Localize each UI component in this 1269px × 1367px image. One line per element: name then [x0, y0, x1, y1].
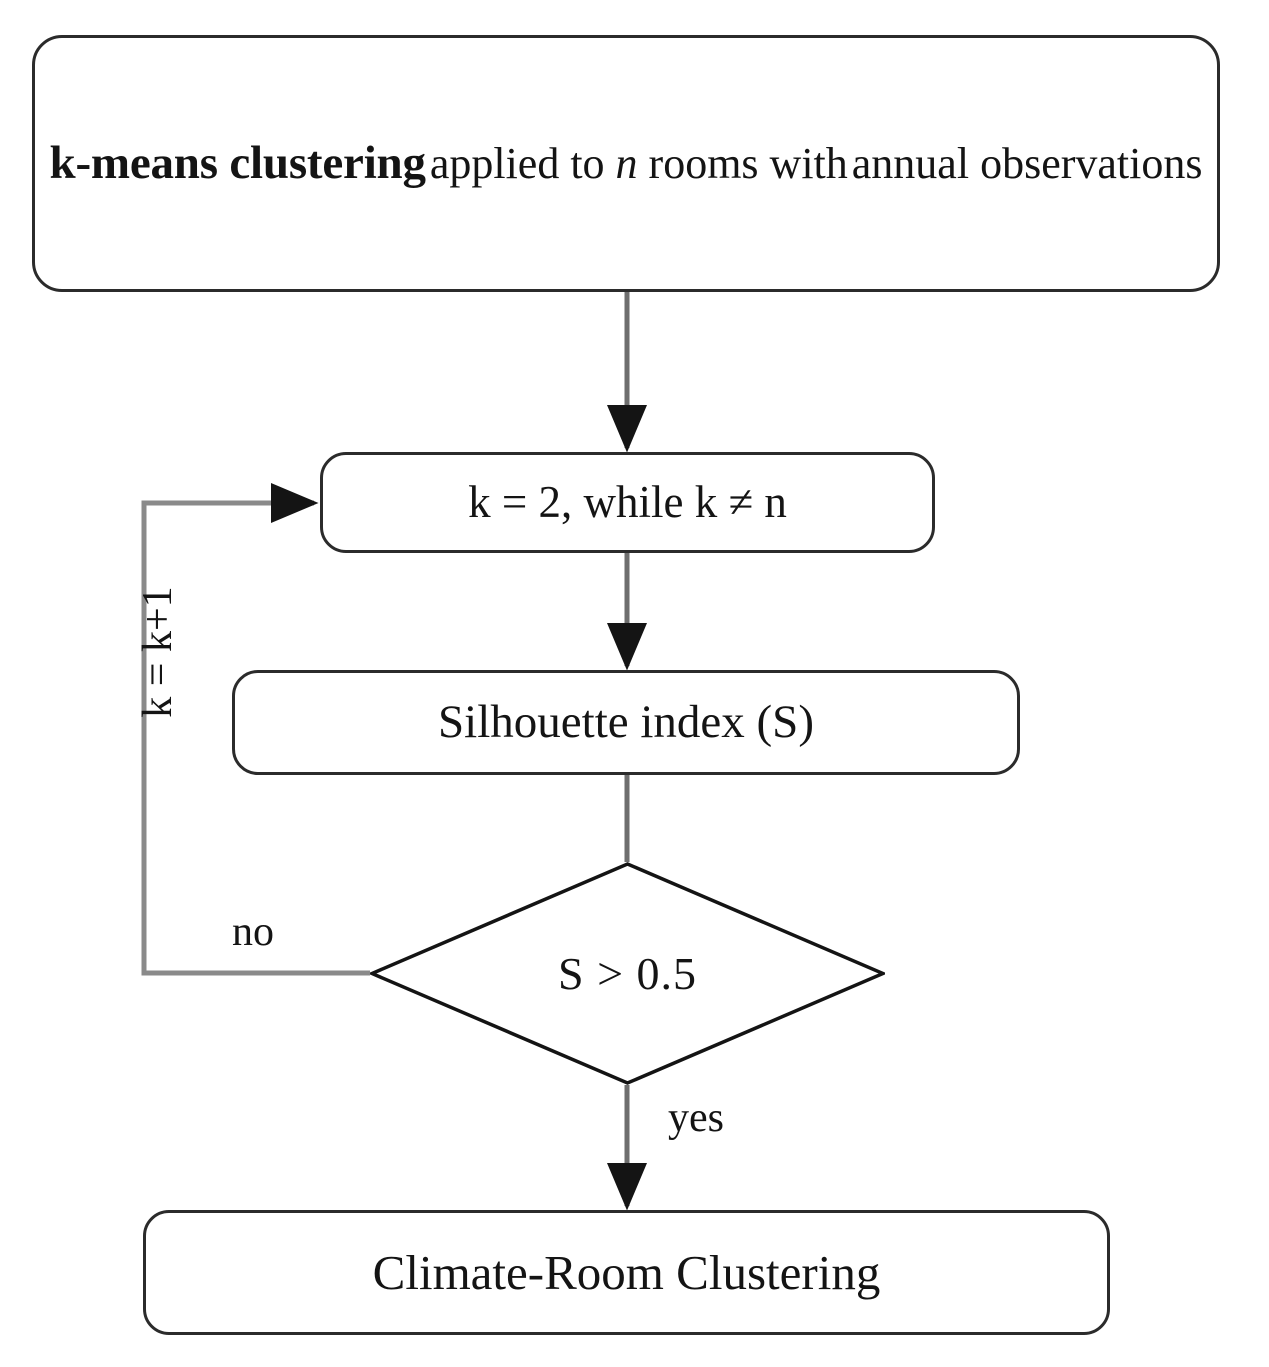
decision-diamond-shape: [370, 862, 885, 1085]
node-start-line2-pre: applied to: [429, 138, 616, 188]
node-start-line2-post: rooms with: [637, 138, 848, 188]
edge-label-no: no: [232, 909, 274, 955]
node-k-init-label: k = 2, while k ≠ n: [468, 476, 787, 527]
node-result[interactable]: Climate-Room Clustering: [143, 1210, 1110, 1335]
node-k-init[interactable]: k = 2, while k ≠ n: [320, 452, 935, 553]
node-start-line3: annual observations: [851, 138, 1203, 188]
node-result-label: Climate-Room Clustering: [372, 1244, 881, 1300]
node-silhouette-index[interactable]: Silhouette index (S): [232, 670, 1020, 775]
node-decision[interactable]: S > 0.5: [370, 862, 885, 1085]
node-start-line2: applied to n rooms with: [430, 139, 848, 188]
node-start[interactable]: k-means clustering applied to n rooms wi…: [32, 35, 1220, 292]
node-start-line1: k-means clustering: [49, 136, 427, 189]
node-silhouette-index-label: Silhouette index (S): [438, 695, 814, 748]
edge-label-loop-increment: k = k+1: [135, 586, 181, 718]
edge-label-yes: yes: [668, 1095, 724, 1141]
node-start-text: k-means clustering applied to n rooms wi…: [35, 136, 1217, 191]
node-decision-label: S > 0.5: [557, 948, 698, 999]
node-start-line2-italic: n: [615, 138, 638, 188]
